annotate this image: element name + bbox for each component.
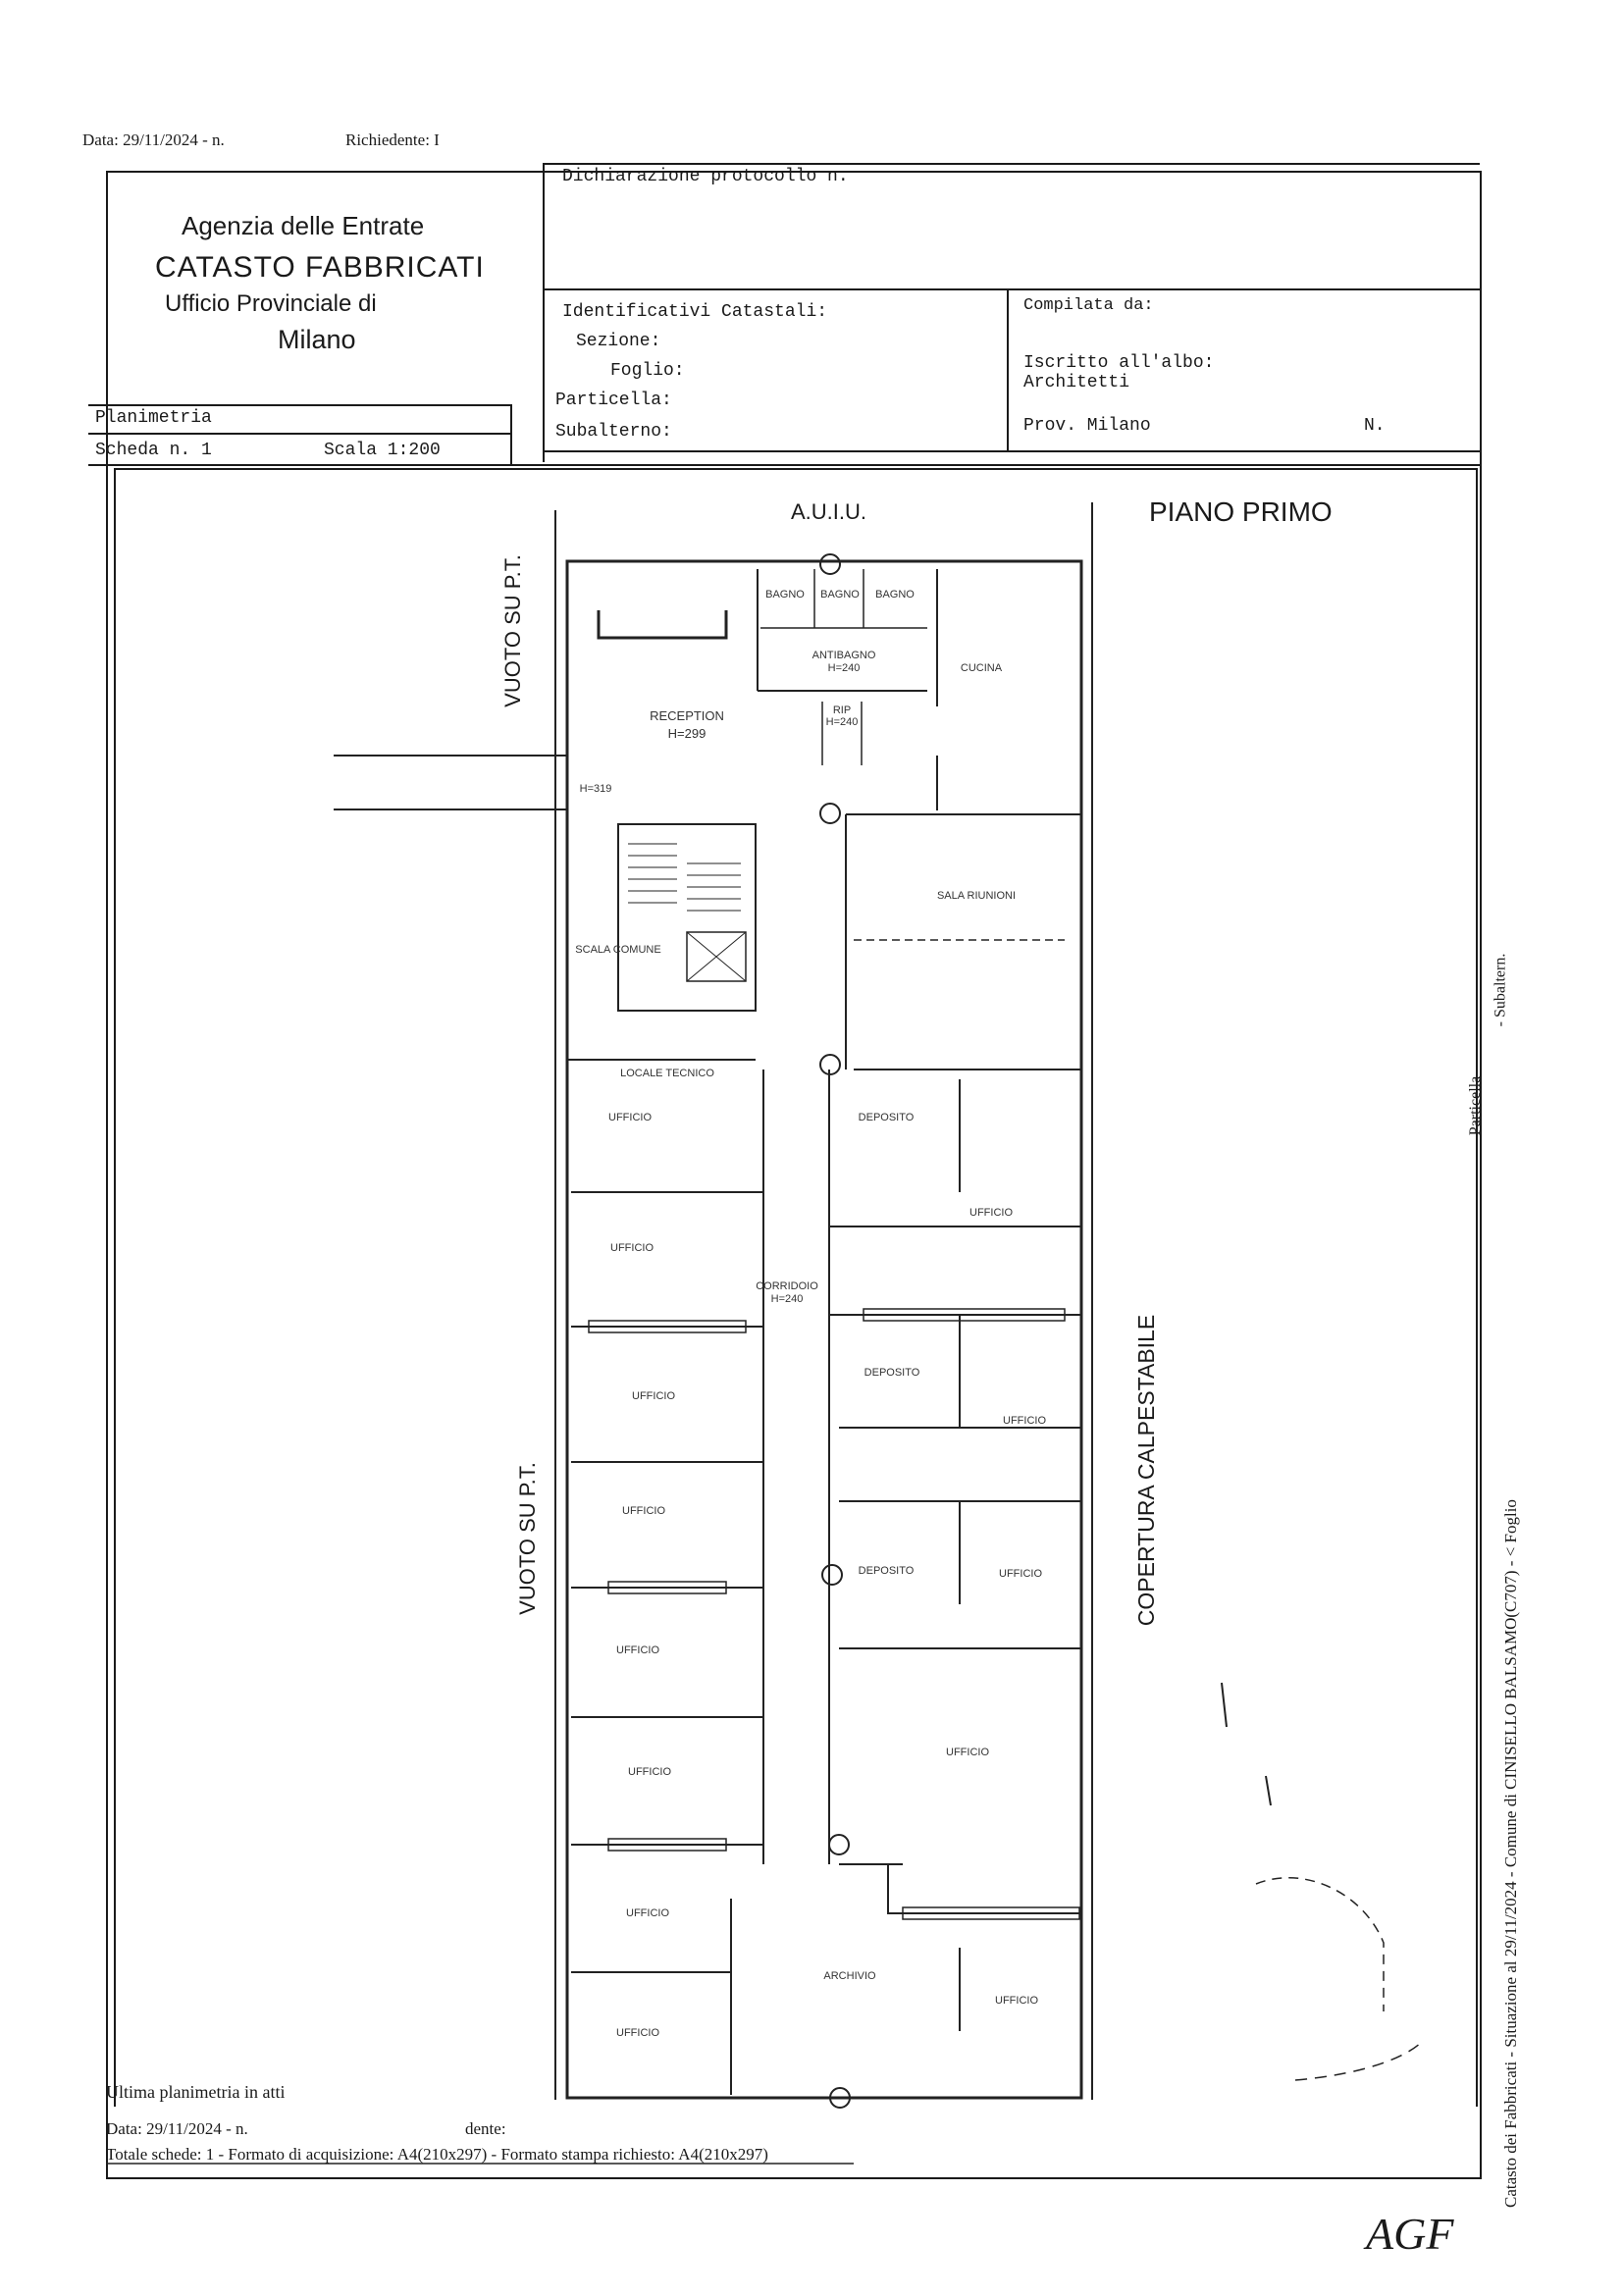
room-scala-comune: SCALA COMUNE [575,944,661,956]
agency-name: Agenzia delle Entrate [182,211,425,240]
hand-mark [1294,2040,1424,2081]
identifiers-parcel: Particella: [555,391,672,410]
room-height-319: H=319 [579,783,612,795]
room-bagno: BAGNO [820,589,860,600]
stair-core [617,823,757,1012]
hand-mark [1255,1876,1385,2011]
window-band [588,1320,747,1333]
room-cucina: CUCINA [960,662,1003,674]
room-sala-riunioni: SALA RIUNIONI [936,890,1017,902]
drawing-frame-left [114,468,116,2107]
room-deposito: DEPOSITO [864,1367,920,1379]
identifiers-sheet: Foglio: [610,361,685,381]
agency-city: Milano [278,325,356,354]
identifiers-subunit: Subalterno: [555,422,672,442]
plan-box-top [88,404,512,406]
compiler-label: Compilata da: [1023,296,1154,315]
frame-right-line [1480,171,1482,2177]
room-ufficio: UFFICIO [626,1907,669,1919]
plan-box-middle [88,433,512,435]
hand-mark [1265,1775,1272,1806]
window-band [607,1838,727,1852]
label-vuoto-top: VUOTO SU P.T. [499,554,525,707]
drawing-frame-top [114,468,1478,470]
window-band [863,1308,1066,1322]
room-rip-height: H=240 [825,716,859,728]
building-outline [565,559,1083,2100]
window-band [902,1906,1080,1920]
agency-office: Ufficio Provinciale di [165,290,377,317]
room-ufficio: UFFICIO [1003,1415,1046,1427]
header-requester: Richiedente: I [345,130,440,149]
plan-sheet-number: Scheda n. 1 [95,441,212,460]
header-date: Data: 29/11/2024 - n. [82,130,225,149]
room-rip: RIP [832,704,852,716]
room-ufficio: UFFICIO [608,1112,652,1123]
frame-bottom-line [106,2177,1482,2179]
frame-left-line [106,171,108,2177]
room-bagno: BAGNO [875,589,915,600]
compiler-province: Prov. Milano [1023,416,1151,436]
header-box-middle [543,288,1480,290]
window-band [607,1581,727,1594]
identifiers-title: Identificativi Catastali: [562,302,828,322]
declaration-label: Dichiarazione protocollo n. [562,167,849,186]
plan-box-right [510,404,512,465]
header-box-top [543,163,1480,165]
room-ufficio: UFFICIO [969,1207,1013,1219]
elevator [686,931,747,982]
compiler-register: Iscritto all'albo: [1023,353,1215,373]
footer-total: Totale schede: 1 - Formato di acquisizio… [106,2145,768,2164]
floor-label-primo: PIANO PRIMO [1149,496,1333,527]
room-ufficio: UFFICIO [946,1747,989,1758]
room-antibagno: ANTIBAGNO [812,650,876,661]
room-ufficio: UFFICIO [999,1568,1042,1580]
frame-top-line [106,171,1480,173]
side-particella: Particella [1467,1075,1485,1136]
footer-date: Data: 29/11/2024 - n. [106,2119,248,2138]
room-deposito: DEPOSITO [858,1565,915,1577]
room-bagno: BAGNO [765,589,805,600]
label-copertura: COPERTURA CALPESTABILE [1133,1314,1160,1627]
compiler-profession: Architetti [1023,373,1130,392]
room-ufficio: UFFICIO [622,1505,665,1517]
room-reception: RECEPTION [650,708,724,723]
header-divider-right [1007,288,1009,450]
hand-mark [1221,1682,1228,1728]
plan-scale: Scala 1:200 [324,441,441,460]
footer-last-plan: Ultima planimetria in atti [106,2082,286,2102]
room-corridoio: CORRIDOIO [756,1280,818,1292]
reception-desk [597,610,728,640]
header-box-bottom [543,450,1480,452]
compiler-number: N. [1364,416,1386,436]
room-locale-tecnico: LOCALE TECNICO [620,1068,714,1079]
room-reception-height: H=299 [667,726,707,741]
header-divider-left [543,163,545,462]
room-deposito: DEPOSITO [858,1112,915,1123]
agency-department: CATASTO FABBRICATI [155,251,485,284]
plan-title: Planimetria [95,408,212,428]
drawing-frame-right [1476,468,1478,2107]
room-ufficio: UFFICIO [616,1644,659,1656]
footer-requester: dente: [465,2119,506,2138]
side-subaltern: - Subaltern. [1492,953,1509,1027]
signature-initials: AGF [1366,2209,1454,2259]
room-antibagno-height: H=240 [827,662,861,674]
room-corridoio-height: H=240 [770,1293,804,1305]
identifiers-section: Sezione: [576,332,661,351]
plan-box-bottom [88,464,1480,466]
room-ufficio: UFFICIO [616,2027,659,2039]
room-ufficio: UFFICIO [610,1242,654,1254]
label-vuoto-bottom: VUOTO SU P.T. [514,1462,540,1615]
room-archivio: ARCHIVIO [823,1970,876,1982]
room-ufficio: UFFICIO [632,1390,675,1402]
room-ufficio: UFFICIO [995,1995,1038,2007]
floor-label-auiu: A.U.I.U. [791,499,867,524]
room-ufficio: UFFICIO [628,1766,671,1778]
